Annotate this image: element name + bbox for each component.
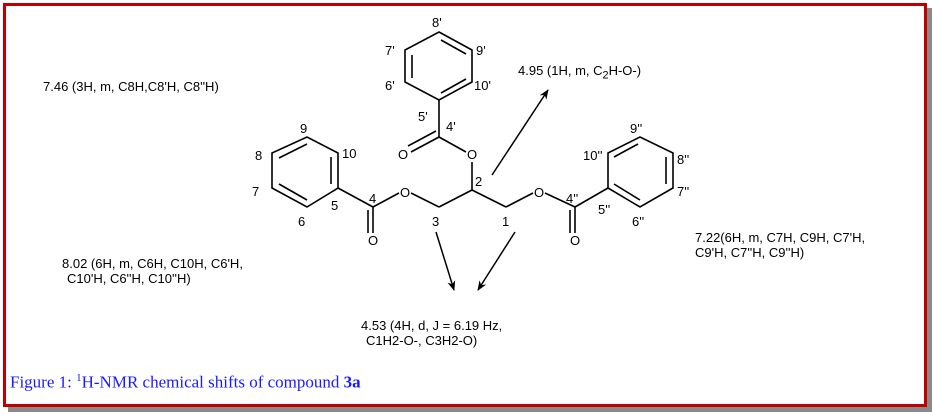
shift-line: 4.53 (4H, d, J = 6.19 Hz, [361, 318, 503, 333]
caption-sup: 1 [76, 372, 82, 384]
atom-label: 5 [331, 198, 338, 213]
shift-7-22: 7.22(6H, m, C7H, C9H, C7'H,C9'H, C7''H, … [695, 230, 865, 260]
atom-label: 5'' [598, 202, 610, 217]
shift-4-95: 4.95 (1H, m, C2H-O-) [518, 63, 641, 84]
atom-label: 7'' [677, 184, 689, 199]
benzene-ring-right [607, 136, 674, 208]
figure-caption: Figure 1: 1H-NMR chemical shifts of comp… [10, 372, 361, 393]
shift-text: H-O-) [608, 63, 642, 78]
atom-label: 8' [432, 15, 442, 30]
atom-label-o: O [398, 147, 408, 162]
atom-label: 8 [255, 148, 262, 163]
atom-label: 3 [432, 214, 439, 229]
atom-label: 9' [476, 43, 486, 58]
shift-8-02: 8.02 (6H, m, C6H, C10H, C6'H,C10'H, C6''… [62, 256, 243, 286]
atom-label: 7 [252, 184, 259, 199]
shift-line: C1H2-O-, C3H2-O) [366, 333, 478, 348]
atom-label: 10' [474, 78, 491, 93]
benzene-ring-top [404, 31, 473, 101]
arrow-c3 [435, 231, 456, 291]
atom-label: 6' [385, 78, 395, 93]
atom-labels: 8' 7' 9' 6' 10' 5' 4' O O O O O O 9 8 10… [252, 15, 689, 248]
atom-label-o: O [570, 233, 580, 248]
shift-line: 7.22(6H, m, C7H, C9H, C7'H, [695, 230, 866, 245]
figure-frame [3, 3, 927, 407]
shift-sub: 2 [602, 69, 609, 82]
atom-label: 4'' [566, 191, 578, 206]
caption-text: H-NMR chemical shifts of compound [81, 372, 344, 392]
atom-label: 9 [300, 121, 307, 136]
atom-label: 6 [298, 214, 305, 229]
atom-label-o: O [400, 185, 410, 200]
bonds [271, 31, 674, 233]
caption-compound: 3a [343, 372, 361, 392]
atom-label: 4' [446, 119, 456, 134]
atom-label: 2 [475, 174, 482, 189]
atom-label-o: O [368, 233, 378, 248]
atom-label: 9'' [630, 121, 642, 136]
shift-line: C9'H, C7''H, C9''H) [695, 245, 805, 260]
shift-text: 4.95 (1H, m, C [518, 63, 603, 78]
arrow-c2 [491, 89, 549, 176]
benzene-ring-left [271, 136, 339, 208]
atom-label: 10 [342, 146, 356, 161]
atom-label: 4 [369, 191, 376, 206]
atom-label: 6'' [632, 214, 644, 229]
atom-label-o: O [534, 185, 544, 200]
atom-label-o: O [467, 147, 477, 162]
atom-label: 10'' [583, 148, 602, 163]
shift-line: 8.02 (6H, m, C6H, C10H, C6'H, [62, 256, 243, 271]
atom-label: 1 [502, 214, 509, 229]
shift-7-46: 7.46 (3H, m, C8H,C8'H, C8''H) [43, 79, 219, 94]
atom-label: 8'' [677, 152, 689, 167]
caption-prefix: Figure 1: [10, 372, 77, 392]
atom-label: 7' [385, 43, 395, 58]
arrow-c1 [477, 231, 516, 291]
atom-label: 5' [418, 109, 428, 124]
shift-line: C10'H, C6''H, C10''H) [67, 271, 191, 286]
arrows [435, 89, 549, 291]
shift-4-53: 4.53 (4H, d, J = 6.19 Hz,C1H2-O-, C3H2-O… [361, 318, 502, 348]
